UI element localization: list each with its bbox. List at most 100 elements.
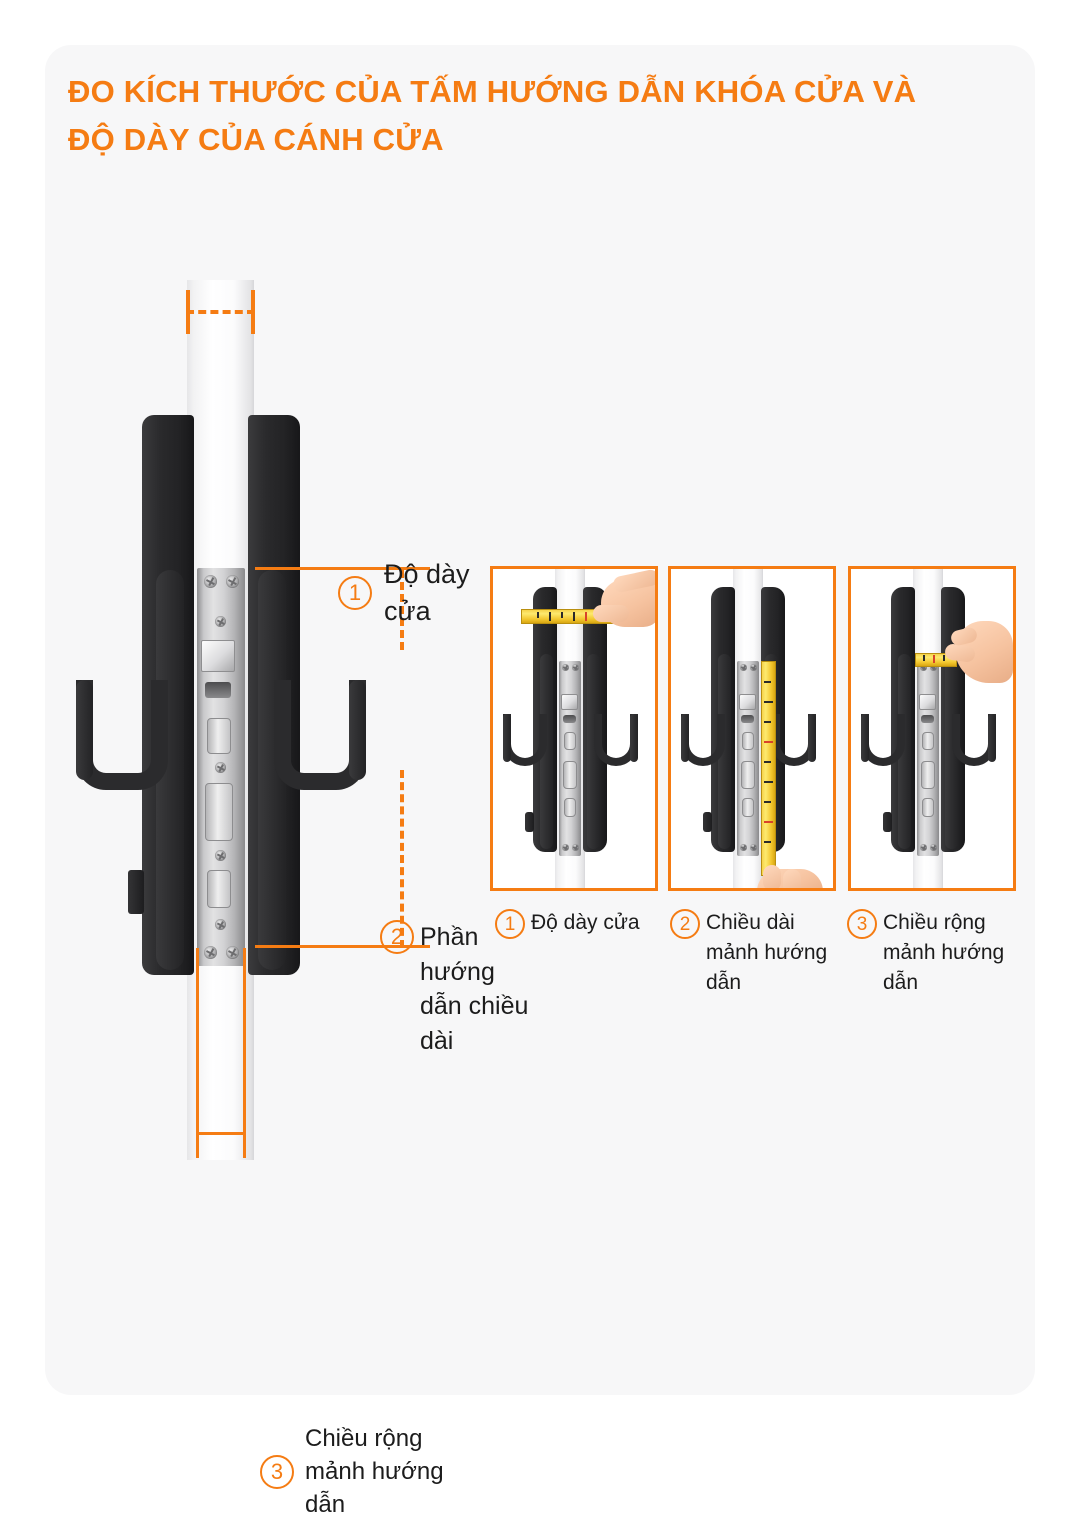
caption-2-text: Chiều dài mảnh hướng dẫn: [706, 908, 827, 997]
panel2-slot-3: [742, 798, 754, 817]
panel3-tape-tick-red: [933, 655, 935, 663]
label-1-text: Độ dày cửa: [384, 559, 470, 627]
panel3-faceplate: [917, 661, 939, 856]
latch-bolt: [201, 640, 235, 672]
panel2-screw-top-left: [740, 664, 747, 671]
panel2-screw-top-right: [750, 664, 757, 671]
panel2-screw-bottom-right: [750, 844, 757, 851]
deadbolt-slot-main: [205, 783, 233, 841]
panel1-tape-tick: [549, 612, 551, 621]
panel1-screw-bottom-right: [572, 844, 579, 851]
caption-3: 3 Chiều rộng mảnh hướng dẫn: [847, 908, 1007, 997]
page-title: ĐO KÍCH THƯỚC CỦA TẤM HƯỚNG DẪN KHÓA CỬA…: [68, 68, 998, 164]
label-2-text: Phần hướng dẫn chiều dài: [420, 920, 560, 1058]
faceplate-screw-mid-2: [215, 850, 226, 861]
label-guide-width: 3 Chiều rộng mảnh hướng dẫn: [260, 1422, 480, 1521]
label-3-badge: 3: [260, 1454, 294, 1489]
photo-panel-2: [668, 566, 836, 891]
main-lock-illustration: 1 Độ dày cửa 2 Phần hướng dẫn chiều dài …: [60, 270, 528, 1518]
label-2-line-3: dài: [420, 1026, 454, 1055]
panel1-tape-tick: [537, 612, 539, 618]
page-title-line-1: ĐO KÍCH THƯỚC CỦA TẤM HƯỚNG DẪN KHÓA CỬA…: [68, 74, 917, 109]
caption-2-line-2: mảnh hướng: [706, 940, 828, 964]
panel1-slot-2: [563, 761, 577, 789]
caption-2-badge: 2: [670, 909, 700, 939]
panel2-screw-bottom-left: [740, 844, 747, 851]
panel2-tape-tick: [764, 701, 773, 703]
panel2-finger: [763, 865, 781, 888]
caption-1: 1 Độ dày cửa: [495, 908, 665, 939]
panel2-tape-tick: [764, 841, 771, 843]
faceplate-screw-upper: [215, 616, 226, 627]
faceplate-screw-top-right: [226, 575, 239, 588]
caption-3-badge: 3: [847, 909, 877, 939]
caption-2: 2 Chiều dài mảnh hướng dẫn: [670, 908, 830, 997]
panel1-handle-right-stem: [587, 654, 600, 849]
panel3-screw-bottom-left: [920, 844, 927, 851]
panel1-latch: [561, 694, 578, 710]
panel2-tape-tick: [764, 721, 771, 723]
deadbolt-slot-upper: [207, 718, 231, 754]
width-guide-left: [196, 948, 199, 1158]
panel1-slot-3: [564, 798, 576, 817]
panel3-latch: [919, 694, 936, 710]
panel1-nub: [525, 812, 534, 832]
label-2-line-2: dẫn chiều: [420, 992, 529, 1020]
panel2-latch: [739, 694, 756, 710]
caption-1-badge: 1: [495, 909, 525, 939]
panel2-tape-measure: [761, 661, 776, 876]
faceplate-screw-top-left: [204, 575, 217, 588]
label-2-line-1: Phần hướng: [420, 923, 495, 986]
faceplate-screw-mid-1: [215, 762, 226, 773]
panel2-latch-slot: [741, 715, 754, 723]
panel1-tape-tick: [561, 612, 563, 618]
latch-bolt-slot: [205, 682, 231, 698]
panel1-slot-1: [564, 732, 576, 750]
page-title-line-2: ĐỘ DÀY CỦA CÁNH CỬA: [68, 122, 444, 158]
panel2-handle-left-tip: [681, 714, 689, 762]
panel2-slot-1: [742, 732, 754, 750]
panel2-tape-tick-red: [764, 821, 773, 823]
panel3-latch-slot: [921, 715, 934, 723]
caption-3-text: Chiều rộng mảnh hướng dẫn: [883, 908, 1004, 997]
panel1-faceplate: [559, 661, 581, 856]
faceplate-screw-lower: [215, 919, 226, 930]
panel1-finger-thumb: [593, 605, 629, 622]
panel3-tape-tick: [943, 655, 945, 661]
panel3-slot-1: [922, 732, 934, 750]
width-guide-right: [243, 948, 246, 1158]
panel1-handle-right-tip: [630, 714, 638, 762]
panel3-nub: [883, 812, 892, 832]
caption-3-line-3: dẫn: [883, 970, 919, 994]
faceplate-screw-bottom-left: [204, 946, 217, 959]
panel2-nub: [703, 812, 712, 832]
panel3-handle-right-stem: [945, 654, 958, 849]
panel2-tape-tick: [764, 681, 771, 683]
width-dim-crossbar: [196, 1132, 246, 1135]
panel2-handle-left-stem: [718, 654, 731, 849]
faceplate-screw-bottom-right: [226, 946, 239, 959]
label-2-badge: 2: [380, 920, 414, 954]
length-leader-bottom: [255, 945, 430, 948]
label-guide-length: 2 Phần hướng dẫn chiều dài: [380, 920, 560, 1058]
panel2-tape-tick: [764, 761, 771, 763]
panel3-screw-top-right: [930, 664, 937, 671]
panel1-screw-top-left: [562, 664, 569, 671]
panel2-finger: [783, 869, 801, 888]
panel1-tape-tick: [573, 612, 575, 621]
panel2-slot-2: [741, 761, 755, 789]
length-dim-line-upper: [400, 570, 404, 650]
length-dim-line-lower: [400, 770, 404, 948]
panel2-tape-tick: [764, 781, 773, 783]
label-door-thickness: 1 Độ dày cửa: [338, 556, 480, 631]
panel3-tape-tick: [923, 655, 925, 661]
panel3-slot-2: [921, 761, 935, 789]
length-leader-top: [255, 567, 430, 570]
panel3-handle-left-stem: [898, 654, 911, 849]
panel2-faceplate: [737, 661, 759, 856]
panel1-screw-bottom-left: [562, 844, 569, 851]
label-1-badge: 1: [338, 576, 372, 611]
thickness-dim-line: [186, 310, 255, 314]
panel3-screw-top-left: [920, 664, 927, 671]
panel2-tape-tick: [764, 801, 771, 803]
